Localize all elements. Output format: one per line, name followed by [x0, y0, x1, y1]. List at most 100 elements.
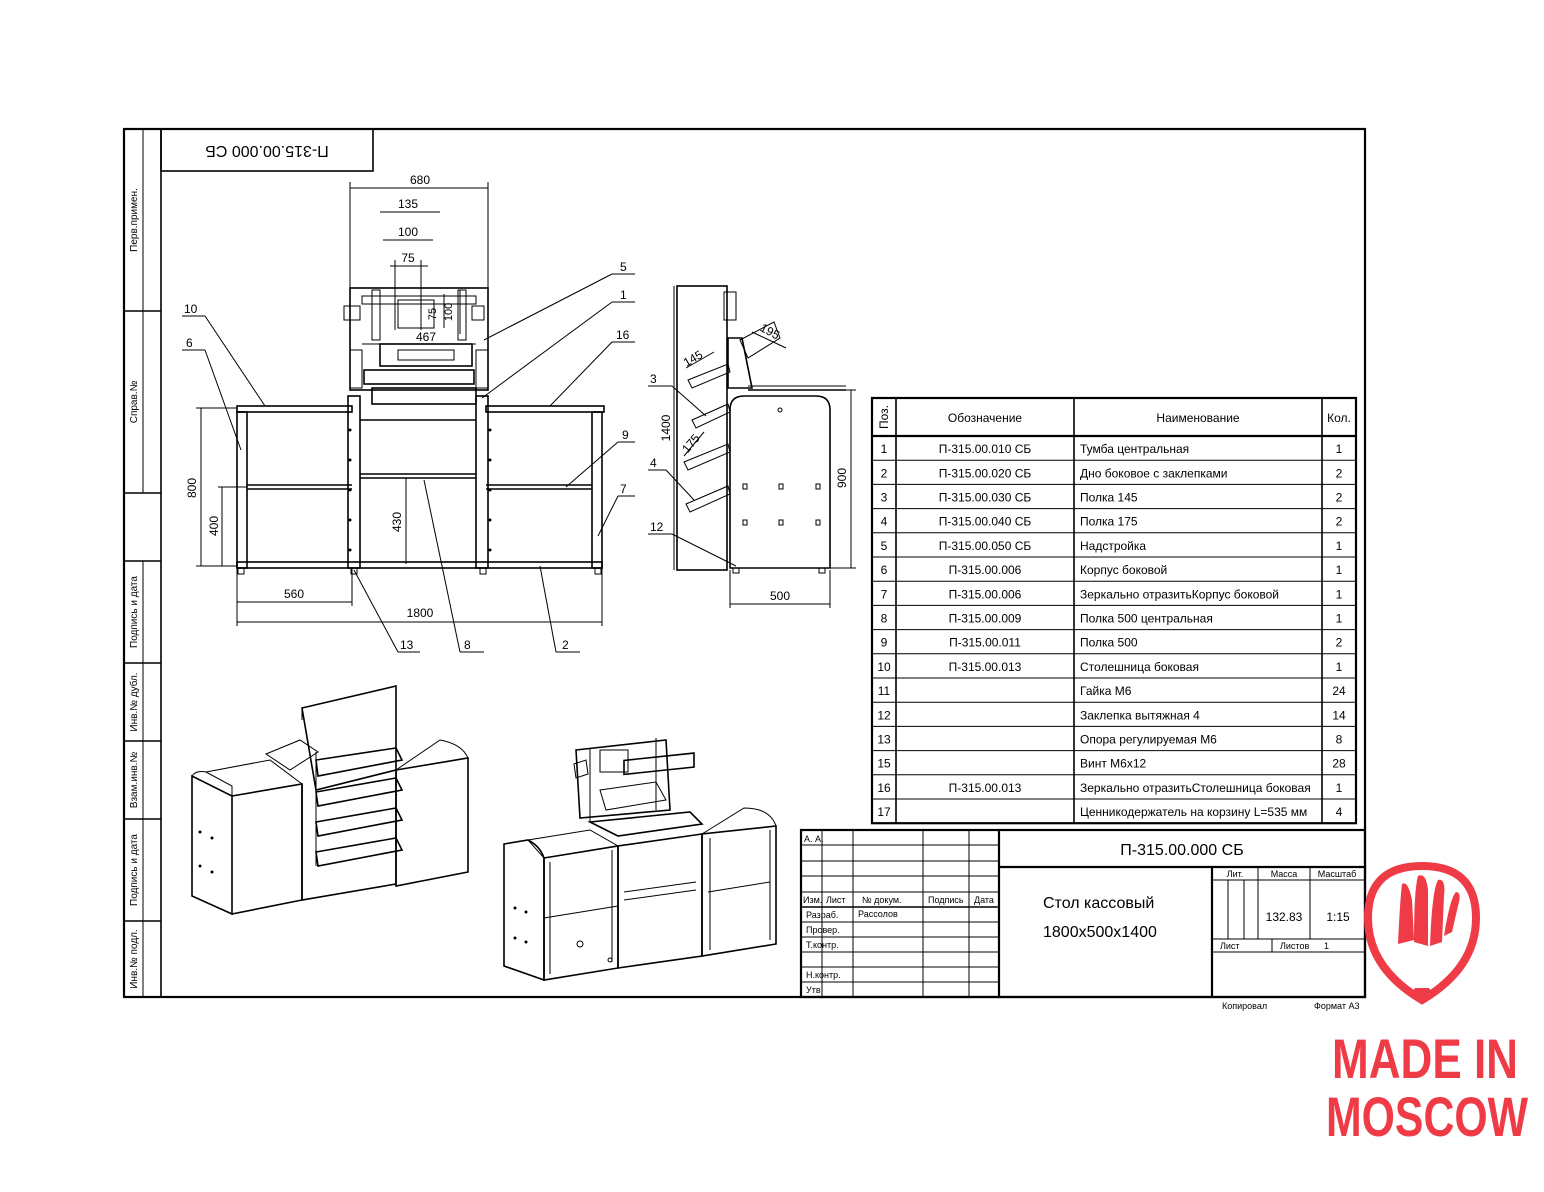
bom-cell-pos: 2: [881, 466, 888, 480]
bom-cell-designation: П-315.00.040 СБ: [939, 515, 1032, 529]
tb-sign: Подпись: [928, 895, 964, 905]
hot-air-balloon-icon: [1363, 861, 1481, 1005]
strip-label-sign2: Подпись и дата: [129, 834, 140, 906]
side-callouts: 3 4 12: [648, 372, 737, 567]
tb-prover: Провер.: [806, 925, 840, 935]
strip-label-podl: Инв.№ подл.: [129, 929, 140, 989]
bom-cell-name: Винт М6x12: [1080, 757, 1147, 771]
bom-cell-qty: 14: [1332, 708, 1346, 722]
bom-cell-pos: 3: [881, 491, 888, 505]
bom-cell-qty: 28: [1332, 757, 1346, 771]
tb-scale-label: Масштаб: [1318, 869, 1357, 879]
bom-cell-qty: 2: [1336, 515, 1343, 529]
bom-cell-pos: 13: [877, 733, 891, 747]
sheet-frame: [122, 127, 1367, 999]
bom-cell-pos: 1: [881, 442, 888, 456]
bom-cell-name: Ценникодержатель на корзину L=535 мм: [1080, 805, 1307, 819]
callout-3: 3: [650, 372, 657, 386]
bom-cell-name: Заклепка вытяжная 4: [1080, 708, 1200, 722]
bom-cell-name: Полка 500 центральная: [1080, 612, 1213, 626]
bom-cell-name: Дно боковое с заклепками: [1080, 466, 1228, 480]
left-strip: Перв.примен. Справ.№ Подпись и дата Инв.…: [128, 188, 140, 989]
bom-cell-designation: П-315.00.030 СБ: [939, 491, 1032, 505]
title-block: А. А. Изм. Лист № докум. Подпись Дата Ра…: [799, 828, 1367, 999]
strip-label-sign1: Подпись и дата: [129, 576, 140, 648]
callout-7: 7: [620, 482, 627, 496]
bom-cell-pos: 10: [877, 660, 891, 674]
callout-10: 10: [184, 302, 198, 316]
bom-cell-qty: 1: [1336, 781, 1343, 795]
tb-sheets-label: Листов: [1280, 941, 1309, 951]
format-label: Формат А3: [1314, 1001, 1359, 1011]
front-view: [236, 260, 605, 575]
bom-cell-name: Опора регулируемая М6: [1080, 733, 1217, 747]
bom-cell-qty: 1: [1336, 563, 1343, 577]
bom-cell-qty: 4: [1336, 805, 1343, 819]
dim-400: 400: [207, 516, 221, 536]
bom-cell-name: Зеркально отразитьСтолешница боковая: [1080, 781, 1311, 795]
tb-nkontr: Н.контр.: [806, 970, 841, 980]
bom-cell-qty: 1: [1336, 539, 1343, 553]
bom-cell-designation: П-315.00.020 СБ: [939, 466, 1032, 480]
callout-1: 1: [620, 288, 627, 302]
bom-cell-name: Гайка М6: [1080, 684, 1132, 698]
bom-header-name: Наименование: [1156, 411, 1240, 425]
bom-cell-pos: 6: [881, 563, 888, 577]
bom-cell-designation: П-315.00.006: [949, 587, 1022, 601]
bom-header-qty: Кол.: [1327, 411, 1351, 425]
tb-razrab: Разраб.: [806, 910, 838, 920]
dim-100: 100: [398, 225, 418, 239]
tb-tkontr: Т.контр.: [806, 940, 839, 950]
bom-cell-pos: 17: [877, 805, 891, 819]
bom-cell-pos: 5: [881, 539, 888, 553]
bom-cell-designation: П-315.00.011: [949, 636, 1021, 650]
dim-100-v: 100: [443, 303, 455, 321]
bom-cell-name: Зеркально отразитьКорпус боковой: [1080, 587, 1279, 601]
tb-list: Лист: [826, 895, 846, 905]
bom-cell-qty: 1: [1336, 660, 1343, 674]
dim-900: 900: [835, 468, 849, 488]
callout-4: 4: [650, 456, 657, 470]
made-in-moscow-logo: MADE IN MOSCOW: [1326, 861, 1528, 1148]
dim-467: 467: [416, 330, 436, 344]
callout-9: 9: [622, 428, 629, 442]
bom-cell-name: Надстройка: [1080, 539, 1146, 553]
strip-label-dubl: Инв.№ дубл.: [128, 672, 140, 731]
bom-cell-pos: 7: [881, 587, 888, 601]
bom-cell-name: Корпус боковой: [1080, 563, 1167, 577]
bom-cell-pos: 12: [877, 708, 891, 722]
bom-cell-pos: 16: [877, 781, 891, 795]
dim-560: 560: [284, 587, 304, 601]
dim-75-v: 75: [427, 308, 439, 320]
callout-5: 5: [620, 260, 627, 274]
tb-developer: Рассолов: [858, 909, 898, 919]
tb-mass: 132.83: [1266, 910, 1303, 924]
front-callouts: 10 6 5 1 16 9 7 13 8 2: [182, 260, 635, 653]
copied-label: Копировал: [1222, 1001, 1267, 1011]
bom-header-designation: Обозначение: [948, 411, 1023, 425]
bom-cell-designation: П-315.00.006: [949, 563, 1022, 577]
bom-cell-qty: 8: [1336, 733, 1343, 747]
bom-cell-qty: 1: [1336, 442, 1343, 456]
strip-label-perv: Перв.примен.: [129, 188, 140, 252]
dim-175: 175: [679, 431, 703, 456]
isometric-view-front: [503, 738, 777, 982]
tb-utv: Утв.: [806, 985, 823, 995]
dim-1400: 1400: [659, 414, 673, 441]
tb-scale: 1:15: [1326, 910, 1350, 924]
isometric-view-back: [191, 684, 469, 916]
logo-line-1: MADE IN: [1332, 1027, 1518, 1090]
tb-mass-label: Масса: [1271, 869, 1298, 879]
callout-12: 12: [650, 520, 664, 534]
dim-75: 75: [401, 251, 415, 265]
dim-800: 800: [185, 478, 199, 498]
tb-name-1: Стол кассовый: [1043, 895, 1154, 912]
tb-aa: А. А.: [804, 834, 824, 844]
tb-sheets-total: 1: [1324, 941, 1329, 951]
bom-cell-name: Тумба центральная: [1080, 442, 1189, 456]
strip-label-sprav: Справ.№: [129, 380, 140, 423]
dim-430: 430: [390, 512, 404, 532]
tb-izm: Изм.: [803, 895, 822, 905]
bom-cell-pos: 15: [877, 757, 891, 771]
